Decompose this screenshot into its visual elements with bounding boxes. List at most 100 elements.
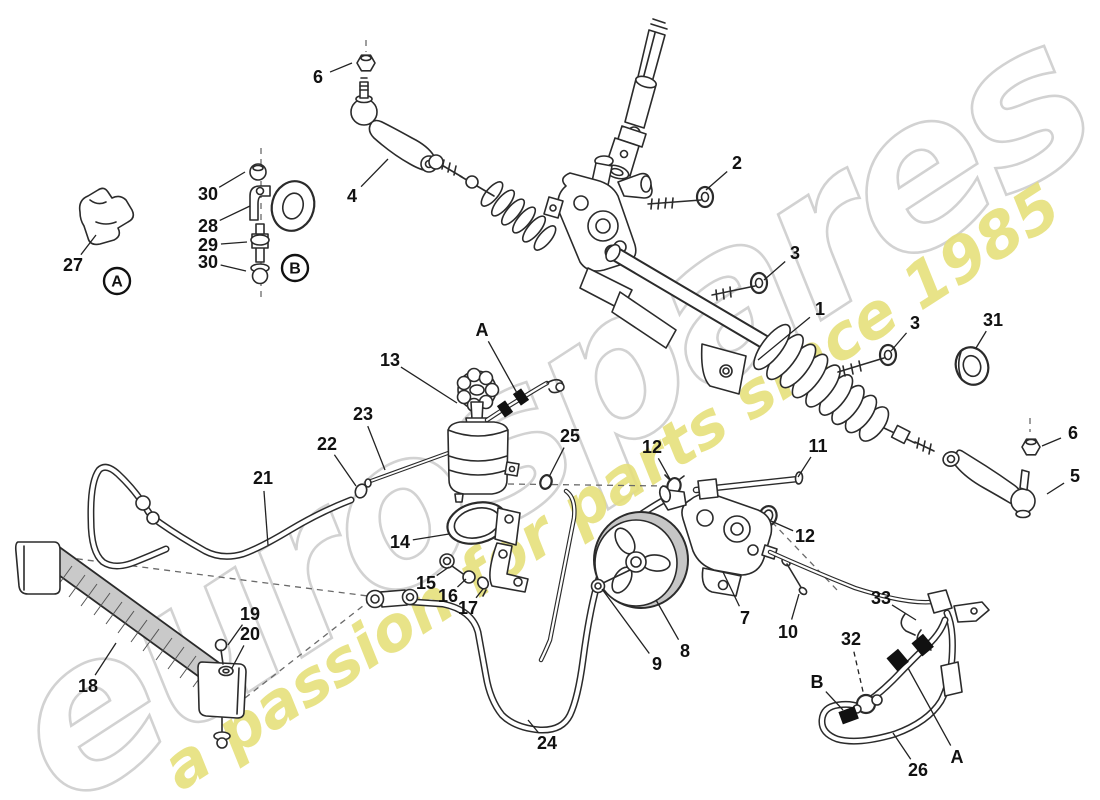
part-number-label: 4 xyxy=(347,186,357,206)
black-clip xyxy=(496,400,514,418)
callout-10: 10 xyxy=(778,593,800,642)
leader-line xyxy=(757,316,811,361)
part-number-label: 14 xyxy=(390,532,410,552)
return-pipe-hose-drawing xyxy=(767,549,990,745)
callout-6: 6 xyxy=(1041,423,1078,447)
part-number-label: 10 xyxy=(778,622,798,642)
seal-ring-drawing xyxy=(954,346,990,386)
callout-9: 9 xyxy=(601,588,662,674)
part-number-label: 7 xyxy=(740,608,750,628)
part-number-label: 21 xyxy=(253,468,273,488)
callout-28: 28 xyxy=(198,205,251,236)
callout-A: A xyxy=(907,667,964,767)
letter-circle xyxy=(102,266,132,296)
leader-line xyxy=(890,332,908,352)
callout-18: 18 xyxy=(78,642,117,696)
leader-line xyxy=(657,458,672,482)
callout-13: 13 xyxy=(380,350,458,404)
callout-26: 26 xyxy=(892,732,928,780)
leader-line xyxy=(80,234,97,256)
part-number-label: 20 xyxy=(240,624,260,644)
part-number-label: 8 xyxy=(680,641,690,661)
part-number-label: 18 xyxy=(78,676,98,696)
leader-line xyxy=(94,642,117,676)
part-number-label: 32 xyxy=(841,629,861,649)
hose-clip-22 xyxy=(354,483,368,499)
leader-line xyxy=(367,425,386,471)
leader-line xyxy=(548,447,565,478)
cooler-bolt-washer-drawing xyxy=(214,638,234,677)
callout-8: 8 xyxy=(655,599,690,661)
leader-line xyxy=(1041,437,1062,447)
leader-line xyxy=(975,330,987,349)
leader-line xyxy=(770,520,794,532)
callouts-layer: 1233456678910111212131415161718192021222… xyxy=(63,62,1080,780)
part-number-label: 23 xyxy=(353,404,373,424)
mount-bolts-drawing xyxy=(647,185,898,377)
leader-line xyxy=(1046,482,1065,495)
leader-line xyxy=(825,691,844,711)
leader-line xyxy=(797,456,812,478)
part-number-label: 33 xyxy=(871,588,891,608)
callout-25: 25 xyxy=(548,426,580,478)
part-number-label: 5 xyxy=(1070,466,1080,486)
callout-29: 29 xyxy=(198,235,248,255)
letter-label: B xyxy=(289,261,301,278)
part-number-label: 9 xyxy=(652,654,662,674)
leader-line xyxy=(853,651,865,697)
callout-33: 33 xyxy=(871,588,917,621)
leader-line xyxy=(705,171,728,191)
part-number-label: 15 xyxy=(416,573,436,593)
leader-line xyxy=(220,264,247,272)
circled-letters-layer: AB xyxy=(102,253,310,296)
callout-22: 22 xyxy=(317,434,357,487)
part-number-label: 19 xyxy=(240,604,260,624)
callout-30: 30 xyxy=(198,171,246,204)
leader-line xyxy=(601,588,650,654)
callout-12: 12 xyxy=(770,520,815,546)
callout-12: 12 xyxy=(642,437,672,482)
callout-21: 21 xyxy=(253,468,273,546)
circled-letter-A: A xyxy=(102,266,132,296)
leader-line xyxy=(263,490,269,546)
callout-4: 4 xyxy=(347,158,389,206)
callout-16: 16 xyxy=(438,578,467,606)
steering-column-uj-drawing xyxy=(604,18,668,180)
bushing-assembly-drawing xyxy=(249,163,316,285)
leader-line xyxy=(436,566,450,577)
part-number-label: 6 xyxy=(313,67,323,87)
pump-pulley-drawing xyxy=(590,511,689,609)
callout-19: 19 xyxy=(227,604,260,646)
part-number-label: 24 xyxy=(537,733,557,753)
part-number-label: 1 xyxy=(815,299,825,319)
tie-rod-end-right-drawing xyxy=(942,438,1041,519)
callout-24: 24 xyxy=(527,719,557,753)
letter-label: A xyxy=(111,274,123,291)
part-number-label: 30 xyxy=(198,184,218,204)
black-clip xyxy=(911,633,934,657)
inlet-pipe-drawing xyxy=(692,471,804,500)
washer-17 xyxy=(476,576,490,590)
callout-32: 32 xyxy=(841,629,865,697)
leader-line xyxy=(763,261,786,281)
steering-rack-drawing xyxy=(428,154,935,455)
callout-20: 20 xyxy=(231,624,260,669)
callout-30: 30 xyxy=(198,252,247,272)
mount-bracket-drawing xyxy=(78,187,135,246)
part-number-label: A xyxy=(951,747,964,767)
callout-3: 3 xyxy=(763,243,800,281)
nut-16 xyxy=(462,570,476,584)
part-number-label: B xyxy=(811,672,824,692)
letter-circle xyxy=(280,253,310,283)
part-number-label: 28 xyxy=(198,216,218,236)
leader-line xyxy=(412,533,450,541)
circled-letter-B: B xyxy=(280,253,310,283)
reservoir-drawing xyxy=(447,367,520,503)
part-number-label: 3 xyxy=(790,243,800,263)
part-number-label: 26 xyxy=(908,760,928,780)
leader-line xyxy=(487,341,518,394)
